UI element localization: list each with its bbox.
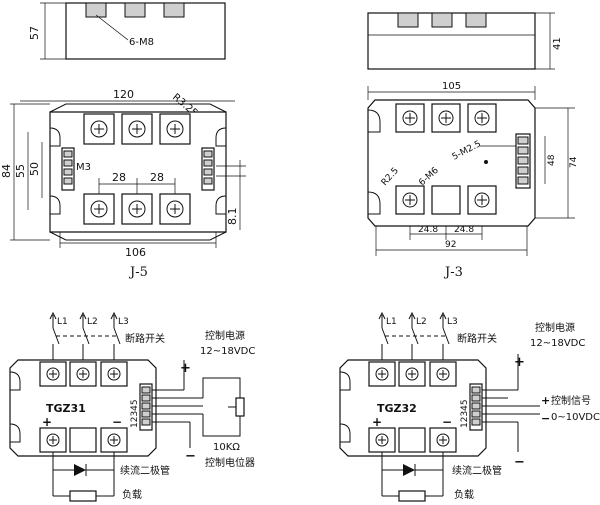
tgz32-plus: + (514, 355, 525, 370)
tgz32-minus-bottom: − (442, 415, 452, 429)
j5-dim-84: 84 (0, 164, 13, 178)
tgz32-signal-range: 0~10VDC (551, 412, 600, 423)
tgz31-switch-label: 断路开关 (125, 332, 165, 345)
j3-mount-hole (484, 160, 488, 164)
tgz32-power-range: 12~18VDC (530, 338, 585, 349)
j5-dim-81: 8.1 (226, 208, 239, 226)
tgz31-l3: L3 (118, 317, 129, 327)
tgz31-model: TGZ31 (46, 402, 86, 415)
j5-caption: J-5 (128, 265, 148, 280)
tgz32-load-label: 负载 (454, 488, 474, 501)
tgz32-minus: − (514, 455, 525, 470)
j3-dim-74: 74 (569, 156, 579, 168)
j5-label-m3: M3 (76, 162, 91, 173)
j3-caption: J-3 (443, 265, 463, 280)
j3-dim-105: 105 (442, 81, 461, 92)
j5-mount-slot (49, 195, 61, 215)
j3-side-terminal (397, 12, 419, 28)
j5-mount-slot (49, 127, 61, 147)
j3-mount-slot (367, 191, 381, 215)
tgz32-diode-label: 续流二极管 (452, 464, 502, 477)
j5-dim-120: 120 (113, 88, 134, 101)
j3-control-strip (515, 133, 531, 189)
j5-mount-slot (215, 195, 227, 215)
tgz31-plus: + (180, 361, 191, 376)
tgz31-minus: − (185, 449, 196, 464)
tgz32-signal-label: 控制信号 (551, 394, 591, 407)
tgz31-power-title: 控制电源 (205, 329, 245, 342)
tgz32-wiring-diagram: L1 L2 L3 断路开关 TGZ32 + − 12345 控制电源 12~18… (339, 311, 600, 502)
j5-dim-106: 106 (125, 246, 146, 259)
tgz31-pot-label: 控制电位器 (205, 456, 255, 469)
tgz31-wiring-diagram: L1 L2 L3 断路开关 TGZ31 + − 12345 (9, 311, 255, 502)
j3-dim-41: 41 (552, 37, 563, 50)
j3-side-terminal (465, 12, 487, 28)
tgz31-diode (74, 464, 86, 476)
tgz32-pin-numbers: 12345 (460, 399, 470, 428)
tgz31-plus-bottom: + (42, 415, 52, 429)
tgz32-signal-plus: + (541, 394, 550, 407)
j5-side-terminal (124, 2, 146, 18)
tgz32-l2: L2 (416, 317, 427, 327)
tgz31-load (69, 490, 97, 502)
j3-dim-48: 48 (547, 154, 557, 166)
j3-dim-248a: 24.8 (418, 225, 438, 235)
j5-dim-55: 55 (14, 164, 27, 178)
tgz31-pin-numbers: 12345 (130, 399, 140, 428)
tgz32-l3: L3 (447, 317, 458, 327)
j3-drawing: 41 105 R2.5 6-M6 5- (367, 12, 579, 280)
tgz31-potentiometer (235, 397, 245, 417)
tgz31-minus-bottom: − (112, 415, 122, 429)
j5-dim-57: 57 (28, 26, 41, 40)
j5-dim-28b: 28 (150, 171, 164, 184)
tgz32-power-title: 控制电源 (535, 321, 575, 334)
j5-label-m8: 6-M8 (129, 37, 154, 48)
tgz32-model: TGZ32 (377, 402, 417, 415)
tgz31-power-range: 12~18VDC (200, 346, 255, 357)
j5-drawing: 6-M8 57 120 R3.25 (0, 2, 246, 280)
j3-dim-248b: 24.8 (454, 225, 474, 235)
j5-control-strip-right (201, 147, 215, 191)
tgz31-pot-value: 10KΩ (213, 442, 240, 453)
tgz31-load-label: 负载 (122, 488, 142, 501)
tgz32-signal-minus: − (541, 412, 550, 425)
j5-dim-28a: 28 (112, 171, 126, 184)
tgz31-diode-label: 续流二极管 (120, 464, 170, 477)
j5-mount-slot (215, 127, 227, 147)
j5-dim-50: 50 (28, 162, 41, 176)
j3-mount-slot (367, 109, 381, 133)
j5-terminal-row-bottom (83, 193, 191, 225)
tgz32-plus-bottom: + (372, 415, 382, 429)
tgz31-l1: L1 (57, 317, 68, 327)
tgz32-diode (403, 464, 415, 476)
tgz31-l2: L2 (87, 317, 98, 327)
j5-control-strip-left (61, 147, 75, 191)
j5-terminal-row-top (83, 113, 191, 145)
tgz32-load (398, 490, 426, 502)
j5-side-terminal (163, 2, 185, 18)
j3-terminal-row-top (395, 103, 497, 133)
tgz32-switch-label: 断路开关 (457, 332, 497, 345)
j3-terminal-row-bottom (395, 185, 497, 215)
j3-side-terminal (431, 12, 453, 28)
j3-dim-92: 92 (445, 240, 456, 250)
j5-side-terminal (85, 2, 107, 18)
tgz32-l1: L1 (386, 317, 397, 327)
